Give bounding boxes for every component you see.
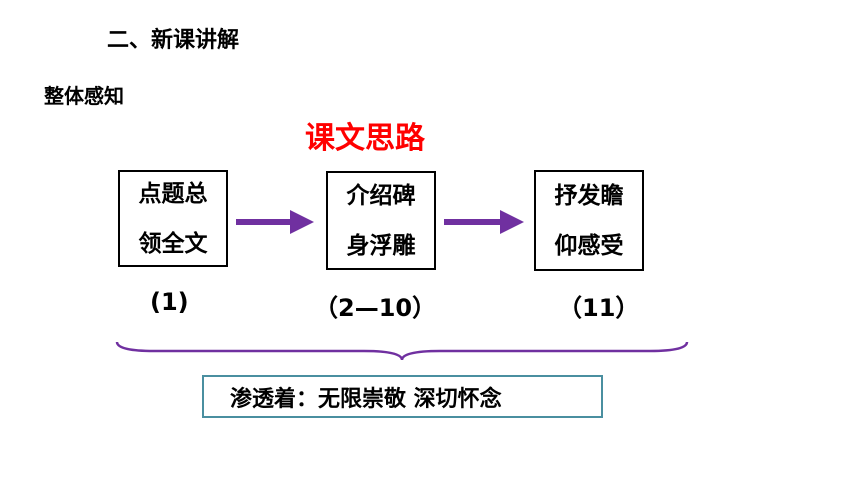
- right-arrow-icon: [236, 210, 316, 234]
- flow-box-line: 身浮雕: [346, 232, 416, 259]
- flow-box-intro: 点题总 领全文: [118, 170, 228, 267]
- paragraph-range: （11）: [558, 294, 640, 322]
- flow-box-line: 抒发瞻: [554, 182, 624, 209]
- main-title: 课文思路: [305, 121, 425, 156]
- right-arrow-icon: [444, 210, 526, 234]
- paragraph-range: （2—10）: [314, 294, 437, 322]
- flow-box-line: 介绍碑: [346, 182, 416, 209]
- subtitle: 整体感知: [44, 84, 124, 108]
- flow-box-line: 领全文: [138, 230, 208, 257]
- flow-box-ending: 抒发瞻 仰感受: [534, 170, 644, 271]
- section-title: 二、新课讲解: [107, 28, 240, 53]
- flow-box-line: 点题总: [138, 180, 208, 207]
- flow-box-line: 仰感受: [554, 232, 624, 259]
- paragraph-range: (1): [150, 288, 189, 316]
- summary-box: 渗透着：无限崇敬 深切怀念: [202, 375, 603, 418]
- curly-brace-icon: [114, 336, 690, 366]
- flow-box-body: 介绍碑 身浮雕: [326, 171, 436, 270]
